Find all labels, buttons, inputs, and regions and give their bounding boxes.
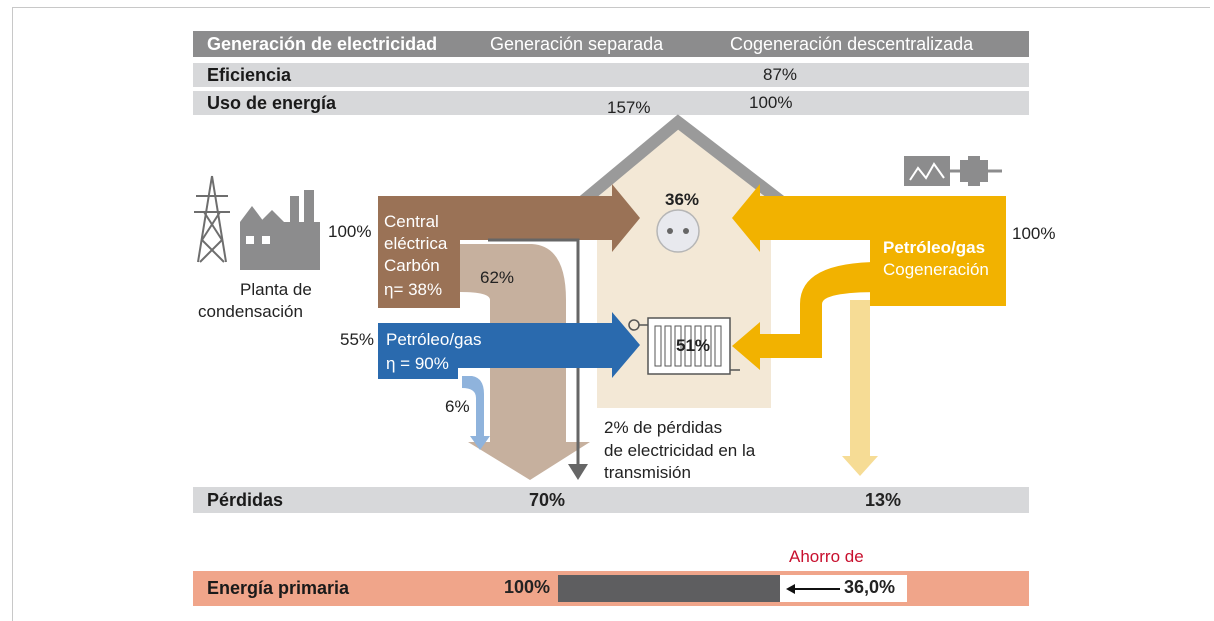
uso-energia-cogeneracion-value: 100% — [749, 93, 793, 112]
primary-energy-saving-box: 36,0% — [780, 575, 907, 602]
primary-energy-used-bar — [558, 575, 780, 602]
chp-plant-box — [870, 196, 1006, 306]
gas-boiler-box — [378, 323, 458, 379]
eficiencia-label: Eficiencia — [207, 65, 292, 85]
header-row: Generación de electricidad Generación se… — [193, 31, 1029, 57]
gas-label: Petróleo/gas — [386, 330, 482, 349]
perdidas-row: Pérdidas 70% 13% — [193, 487, 1029, 513]
plant-label-line1: Planta de — [240, 280, 312, 299]
ahorro-value: 36,0% — [844, 577, 896, 597]
house-electricity-pct: 36% — [665, 190, 700, 209]
frame-left-line — [12, 7, 13, 621]
energia-primaria-label: Energía primaria — [207, 578, 350, 598]
chp-label-line2: Cogeneración — [883, 260, 989, 279]
uso-energia-label: Uso de energía — [207, 93, 337, 113]
coal-label-line3: Carbón — [384, 256, 440, 275]
socket-icon — [656, 209, 700, 253]
power-pylon-icon — [194, 175, 230, 263]
energia-primaria-row: Energía primaria 100% 36,0% — [193, 571, 1029, 606]
header-col-separada: Generación separada — [490, 34, 664, 54]
perdidas-separada-value: 70% — [529, 490, 566, 510]
coal-plant-box — [378, 196, 460, 308]
coal-loss-pct: 62% — [480, 268, 515, 287]
gas-input-pct: 55% — [340, 330, 375, 349]
house-heat-pct: 51% — [676, 336, 711, 355]
perdidas-label: Pérdidas — [207, 490, 284, 510]
factory-icon — [240, 190, 320, 270]
eficiencia-row: Eficiencia 87% — [193, 63, 1029, 87]
gas-loss-pct: 6% — [445, 397, 470, 416]
transmission-line3: transmisión — [604, 463, 691, 482]
chp-heat-arrow — [732, 262, 880, 370]
coal-label-line1: Central — [384, 212, 439, 231]
uso-energia-row: Uso de energía 157% 100% — [193, 91, 1029, 117]
transmission-arrowhead-icon — [568, 464, 588, 480]
house-body — [597, 120, 780, 408]
chp-unit-icon — [904, 156, 1002, 186]
coal-input-pct: 100% — [328, 222, 372, 241]
chp-label-line1: Petróleo/gas — [883, 238, 986, 257]
coal-efficiency: η= 38% — [384, 280, 443, 299]
chp-electricity-arrow — [732, 184, 870, 252]
perdidas-cogeneracion-value: 13% — [865, 490, 902, 510]
header-col-cogeneracion: Cogeneración descentralizada — [730, 34, 974, 54]
radiator-icon — [628, 317, 740, 375]
transmission-line2: de electricidad en la — [604, 441, 756, 460]
transmission-line1: 2% de pérdidas — [604, 418, 723, 437]
uso-energia-separada-value: 157% — [607, 98, 651, 117]
plant-label-line2: condensación — [198, 302, 303, 321]
chp-loss-stream — [842, 300, 878, 476]
ahorro-label: Ahorro de — [789, 547, 864, 566]
coal-label-line2: eléctrica — [384, 234, 448, 253]
house-roof — [578, 114, 786, 207]
eficiencia-cogeneracion-value: 87% — [763, 65, 798, 84]
gas-efficiency: η = 90% — [386, 354, 449, 373]
chp-input-pct: 100% — [1012, 224, 1056, 243]
transmission-loss-line — [488, 238, 580, 466]
energia-primaria-separada-value: 100% — [504, 577, 551, 597]
saving-arrow-icon — [786, 584, 840, 594]
frame-top-line — [12, 7, 1210, 8]
gas-loss-stream — [462, 376, 490, 450]
header-col-generacion: Generación de electricidad — [207, 34, 438, 54]
